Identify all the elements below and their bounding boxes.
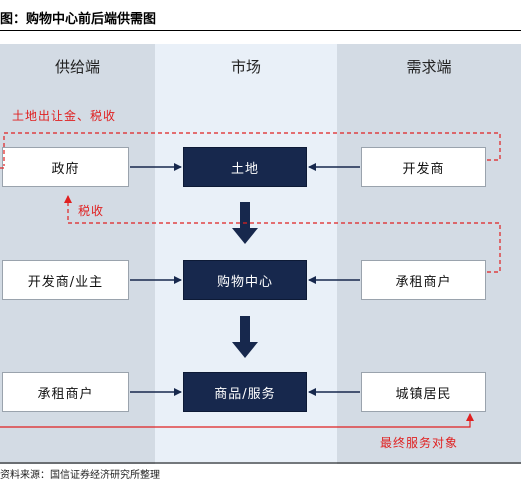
dashed-loop-tax: [64, 195, 501, 273]
top-rule: [0, 30, 521, 31]
figure-title: 图：购物中心前后端供需图: [0, 12, 157, 27]
annotation-tax: 税收: [78, 204, 105, 218]
down-arrow-mall-to-goods: [232, 316, 258, 358]
demand-column-header: 需求端: [406, 58, 452, 76]
box-developer-demand: 开发商: [361, 147, 486, 187]
market-column-header: 市场: [230, 58, 261, 76]
loop-end-consumer: [0, 413, 474, 428]
annotation-end-consumer: 最终服务对象: [380, 436, 459, 450]
box-tenant-demand: 承租商户: [361, 260, 486, 300]
box-land: 土地: [183, 147, 307, 187]
box-government: 政府: [2, 147, 129, 187]
box-goods-services: 商品/服务: [183, 372, 307, 412]
supply-column-header: 供给端: [54, 58, 100, 76]
box-urban-residents: 城镇居民: [361, 372, 486, 412]
dashed-loop-land-fee: [3, 132, 501, 166]
source-note: 资料来源：国信证券经济研究所整理: [0, 470, 160, 481]
box-shopping-mall: 购物中心: [183, 260, 307, 300]
box-tenant-supply: 承租商户: [2, 372, 129, 412]
box-developer-owner: 开发商/业主: [2, 260, 129, 300]
annotation-land-transfer-fee: 土地出让金、税收: [12, 109, 117, 123]
